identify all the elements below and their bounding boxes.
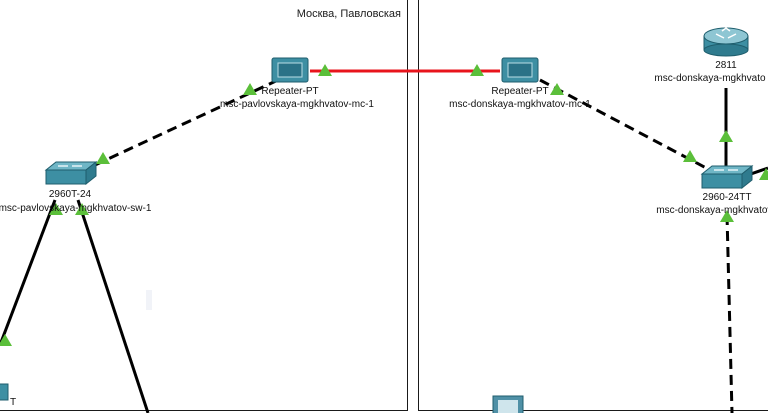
switch-right-model-label: 2960-24TT <box>702 192 752 203</box>
switch-icon[interactable] <box>700 164 754 190</box>
router-model-label: 2811 <box>715 60 737 71</box>
switch-icon[interactable] <box>0 383 9 401</box>
port-up-icon <box>683 150 697 162</box>
repeater-left-hostname-label: msc-pavlovskaya-mgkhvatov-mc-1 <box>220 99 374 110</box>
link-repeater-right-switch-right[interactable] <box>539 78 711 172</box>
port-up-icon <box>719 130 733 142</box>
port-up-icon <box>49 203 63 215</box>
partial-device-model-label: T <box>9 397 17 408</box>
port-up-icon <box>720 210 734 222</box>
link-repeater-left-switch-left[interactable] <box>79 78 279 174</box>
link-switch-left-down-a[interactable] <box>0 199 57 346</box>
port-up-icon <box>75 203 89 215</box>
port-up-icon <box>759 168 768 180</box>
pc-icon[interactable] <box>492 395 524 413</box>
area-pavlovskaya: Москва, Павловская <box>0 0 408 411</box>
switch-icon[interactable] <box>44 160 98 186</box>
area-title-label: Москва, Павловская <box>296 8 401 20</box>
router-icon[interactable] <box>703 27 749 57</box>
area-donskaya <box>418 0 768 411</box>
port-up-icon <box>0 334 12 346</box>
repeater-icon[interactable] <box>501 57 539 83</box>
link-switch-left-down-b[interactable] <box>76 199 150 413</box>
repeater-right-model-label: Repeater-PT <box>491 86 549 97</box>
switch-left-model-label: 2960T-24 <box>48 189 92 200</box>
repeater-right-hostname-label: msc-donskaya-mgkhvatov-mc-1 <box>449 99 591 110</box>
port-up-icon <box>470 64 484 76</box>
switch-left-hostname-label: msc-pavlovskaya-mgkhvatov-sw-1 <box>0 203 152 214</box>
repeater-left-model-label: Repeater-PT <box>261 86 319 97</box>
router-hostname-label: msc-donskaya-mgkhvato <box>654 73 766 84</box>
link-switch-right-down[interactable] <box>725 214 734 413</box>
canvas-artifact <box>146 290 152 310</box>
port-up-icon <box>243 83 257 95</box>
port-up-icon <box>318 64 332 76</box>
repeater-icon[interactable] <box>271 57 309 83</box>
switch-right-hostname-label: msc-donskaya-mgkhvatov- <box>656 205 768 216</box>
port-up-icon <box>96 152 110 164</box>
port-up-icon <box>550 83 564 95</box>
